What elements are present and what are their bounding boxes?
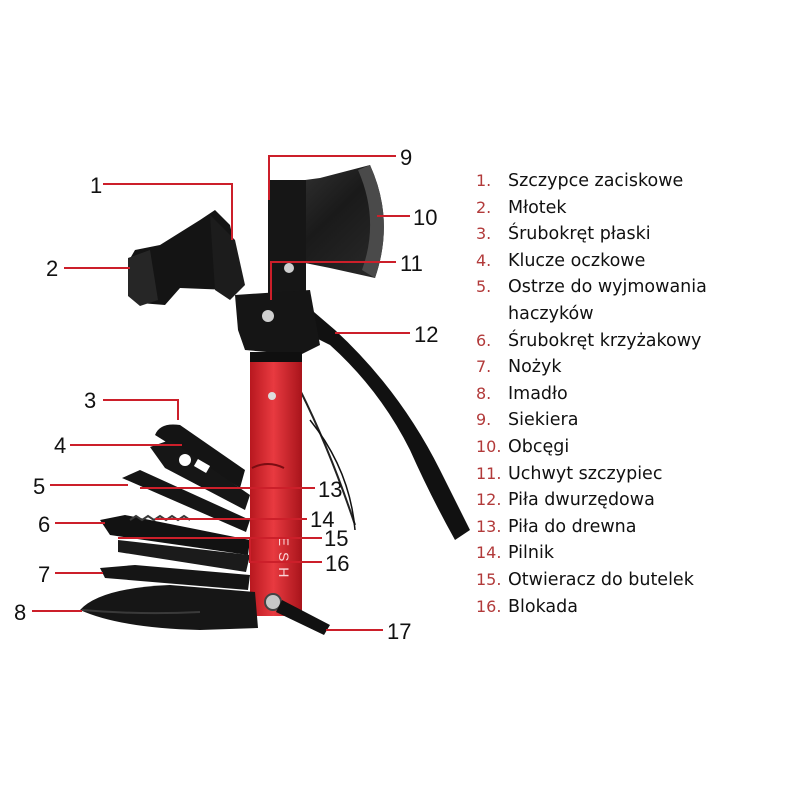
pliers-handle	[300, 300, 470, 540]
leader-16	[249, 538, 322, 563]
callout-numbers: 1 2 3 4 5 6 7 8 9 10 11 12 13 14 15 16 1…	[14, 145, 438, 644]
callout-7: 7	[38, 562, 50, 587]
callout-3: 3	[84, 388, 96, 413]
callout-12: 12	[414, 322, 438, 347]
legend-item: 14. Pilnik	[474, 540, 794, 567]
legend-number: 6.	[476, 330, 492, 350]
callout-1: 1	[90, 173, 102, 198]
legend-text: Śrubokręt krzyżakowy	[508, 330, 702, 351]
legend-item: 6. Śrubokręt krzyżakowy	[474, 328, 794, 355]
legend-text: Piła dwurzędowa	[508, 490, 655, 511]
legend-text: Ostrze do wyjmowania haczyków	[508, 277, 707, 324]
bottom-lever	[276, 600, 330, 635]
legend-text: Blokada	[508, 596, 578, 617]
leader-9	[268, 155, 396, 200]
legend-number: 1.	[476, 171, 492, 190]
legend-item: 5. Ostrze do wyjmowania haczyków	[474, 274, 794, 327]
legend-number: 13.	[476, 516, 502, 536]
brand-logo: ESH	[276, 537, 292, 584]
tool-illustration: ESH	[80, 165, 470, 635]
legend-item: 1. Szczypce zaciskowe	[474, 168, 794, 195]
legend-item: 4. Klucze oczkowe	[474, 248, 794, 275]
callout-5: 5	[33, 474, 45, 499]
legend-number: 3.	[476, 224, 492, 244]
callout-14: 14	[310, 507, 334, 532]
phillips-tool	[118, 540, 250, 572]
legend-text: Siekiera	[508, 410, 579, 431]
callout-4: 4	[54, 433, 66, 458]
legend-number: 8.	[476, 383, 492, 403]
callout-13: 13	[318, 477, 342, 502]
leader-3	[103, 399, 179, 420]
pivot-block	[235, 290, 320, 355]
small-knife-tool	[100, 565, 250, 590]
callout-16: 16	[325, 551, 349, 576]
legend-number: 11.	[476, 463, 502, 483]
pliers-inner-line	[299, 389, 356, 526]
hammer-face	[128, 250, 158, 306]
claw-jaw	[210, 215, 245, 300]
callout-9: 9	[400, 145, 412, 170]
legend-number: 9.	[476, 410, 492, 430]
legend-text: Nożyk	[508, 357, 562, 378]
legend-text: Piła do drewna	[508, 516, 637, 537]
legend-number: 14.	[476, 543, 502, 563]
legend-item: 13. Piła do drewna	[474, 514, 794, 541]
callout-8: 8	[14, 600, 26, 625]
legend-number: 12.	[476, 490, 502, 510]
pivot-screw	[262, 310, 274, 322]
callout-17: 17	[387, 619, 411, 644]
legend-number: 4.	[476, 250, 492, 270]
legend-text: Młotek	[508, 197, 567, 218]
callout-2: 2	[46, 256, 58, 281]
callout-10: 10	[413, 205, 437, 230]
legend-text: Uchwyt szczypiec	[508, 463, 663, 484]
leader-lines	[32, 155, 410, 631]
screwdriver-flat-tool	[155, 424, 245, 488]
legend-text: Otwieracz do butelek	[508, 569, 694, 590]
leader-11	[270, 261, 396, 300]
wrench-tool	[150, 440, 250, 510]
legend-number: 2.	[476, 197, 492, 217]
knife-blade	[80, 585, 258, 630]
legend-item: 2. Młotek	[474, 195, 794, 222]
hook-blade-tool	[122, 470, 250, 532]
legend-item: 3. Śrubokręt płaski	[474, 221, 794, 248]
parts-legend: 1. Szczypce zaciskowe 2. Młotek 3. Śrubokrę…	[474, 168, 794, 620]
legend-text: Pilnik	[508, 543, 554, 564]
legend-item: 16. Blokada	[474, 594, 794, 621]
legend-text: Szczypce zaciskowe	[508, 171, 684, 191]
legend-number: 15.	[476, 569, 502, 589]
legend-number: 16.	[476, 596, 502, 616]
legend-item: 11. Uchwyt szczypiec	[474, 461, 794, 488]
legend-item: 9. Siekiera	[474, 407, 794, 434]
legend-text: Obcęgi	[508, 436, 570, 457]
legend-number: 5.	[476, 277, 492, 297]
callout-15: 15	[324, 526, 348, 551]
legend-item: 12. Piła dwurzędowa	[474, 487, 794, 514]
callout-11: 11	[400, 251, 423, 276]
legend-item: 15. Otwieracz do butelek	[474, 567, 794, 594]
legend-item: 8. Imadło	[474, 381, 794, 408]
saw-tool	[100, 515, 250, 555]
leader-1	[103, 183, 233, 240]
legend-text: Imadło	[508, 383, 568, 404]
legend-text: Śrubokręt płaski	[508, 224, 651, 245]
legend-number: 7.	[476, 357, 492, 377]
legend-number: 10.	[476, 436, 502, 456]
callout-6: 6	[38, 512, 50, 537]
legend-text: Klucze oczkowe	[508, 250, 646, 271]
legend-item: 7. Nożyk	[474, 354, 794, 381]
axe-socket	[268, 180, 306, 300]
axe-edge	[358, 165, 384, 278]
legend-item: 10. Obcęgi	[474, 434, 794, 461]
